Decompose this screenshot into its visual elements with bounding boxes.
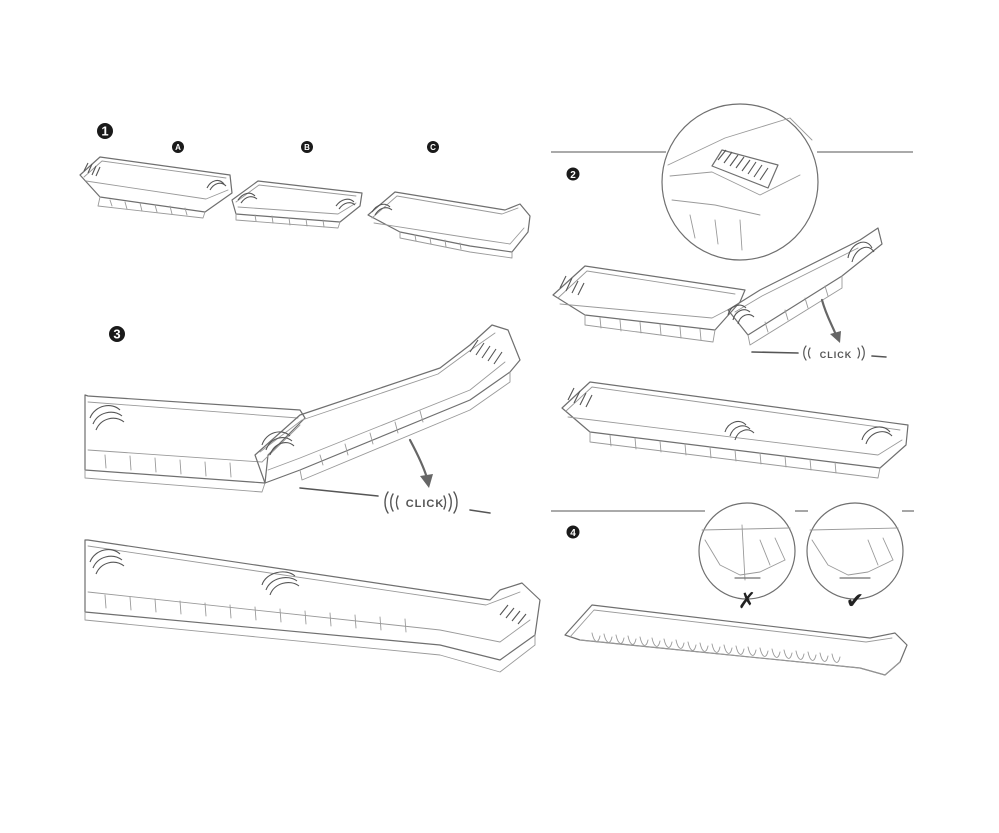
svg-text:CLICK: CLICK <box>820 350 853 360</box>
step-badge-1: 1 <box>97 123 113 139</box>
step2-parts-joining <box>552 227 883 346</box>
right-mark-icon: ✔ <box>846 589 864 614</box>
step-badge-3: 3 <box>109 326 125 342</box>
slide-part-a <box>79 156 233 219</box>
slide-part-c <box>367 191 531 259</box>
step3-click-indicator: CLICK <box>299 487 491 514</box>
step3-assembled-slide <box>84 539 541 673</box>
part-badge-a: A <box>172 141 184 153</box>
step4-complete-slide <box>564 604 908 676</box>
svg-text:C: C <box>430 143 436 152</box>
svg-text:CLICK: CLICK <box>406 498 445 510</box>
wrong-mark-icon: ✗ <box>738 589 756 614</box>
part-badge-b: B <box>301 141 313 153</box>
step-badge-2: 2 <box>566 167 580 181</box>
svg-text:3: 3 <box>113 327 120 342</box>
step2-joined-result <box>561 381 909 479</box>
step2-detail-magnifier <box>661 103 819 261</box>
part-badge-c: C <box>427 141 439 153</box>
step4-detail-wrong: ✗ <box>698 502 796 614</box>
svg-text:4: 4 <box>570 528 576 539</box>
svg-text:1: 1 <box>101 124 108 139</box>
step-badge-4: 4 <box>566 525 580 539</box>
slide-part-b <box>231 180 363 229</box>
svg-text:A: A <box>175 143 181 152</box>
step4-detail-right: ✔ <box>806 502 904 614</box>
svg-text:B: B <box>304 143 310 152</box>
step3-parts-joining <box>84 324 521 493</box>
step2-click-indicator: CLICK <box>751 345 887 361</box>
step2-click-arrow <box>820 298 841 343</box>
svg-text:2: 2 <box>570 170 576 181</box>
step3-click-arrow <box>408 438 433 488</box>
